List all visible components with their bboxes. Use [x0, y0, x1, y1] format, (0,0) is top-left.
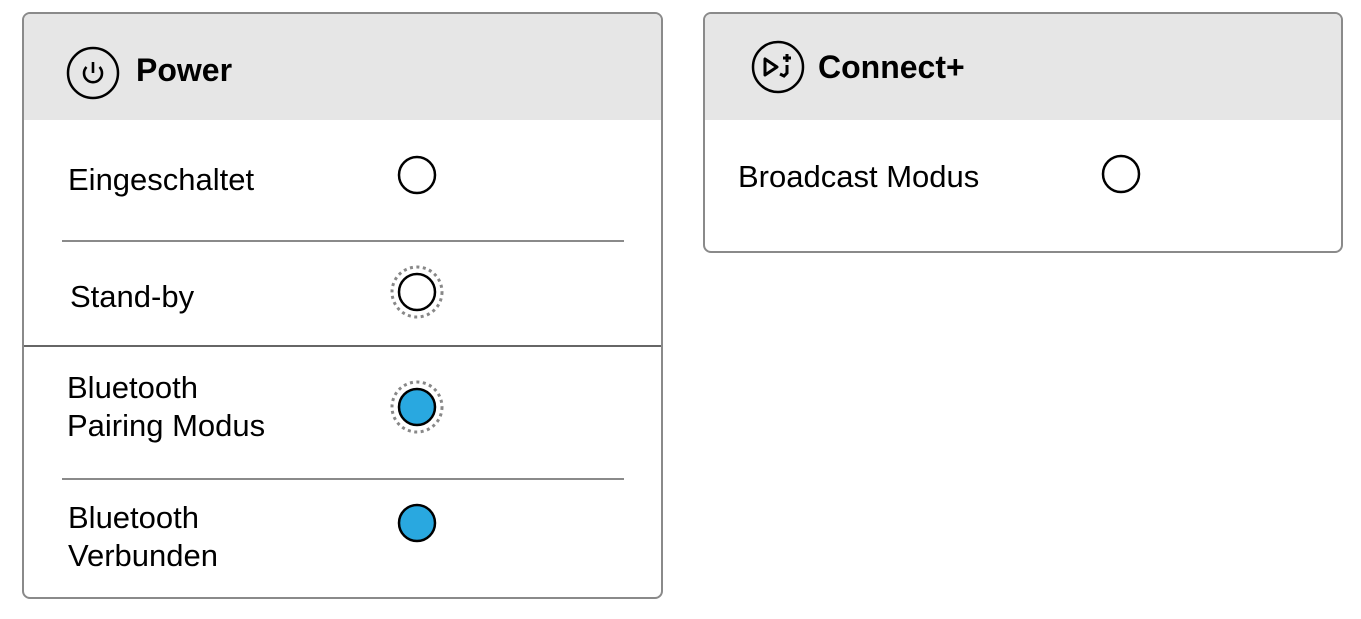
label-line: Pairing Modus [67, 408, 266, 443]
connect-plus-icon [751, 40, 805, 94]
divider [24, 345, 661, 347]
row-label: Stand-by [70, 279, 195, 314]
blinking-led-indicator [390, 380, 444, 434]
connect-title: Connect+ [818, 49, 965, 85]
label-line: Verbunden [68, 538, 218, 573]
connect-header [705, 14, 1341, 120]
connect-panel: Connect+ Broadcast Modus [703, 12, 1343, 253]
power-icon [66, 46, 120, 100]
label-line: Bluetooth [68, 500, 199, 535]
row-label: Eingeschaltet [68, 162, 255, 197]
led-indicator [397, 503, 437, 543]
power-title: Power [136, 52, 233, 88]
blinking-led-indicator [390, 265, 444, 319]
power-header [24, 14, 661, 120]
led-indicator [1101, 154, 1141, 194]
divider [62, 240, 624, 242]
led-indicator [397, 155, 437, 195]
label-line: Bluetooth [67, 370, 198, 405]
divider [62, 478, 624, 480]
row-label: Broadcast Modus [738, 159, 980, 194]
